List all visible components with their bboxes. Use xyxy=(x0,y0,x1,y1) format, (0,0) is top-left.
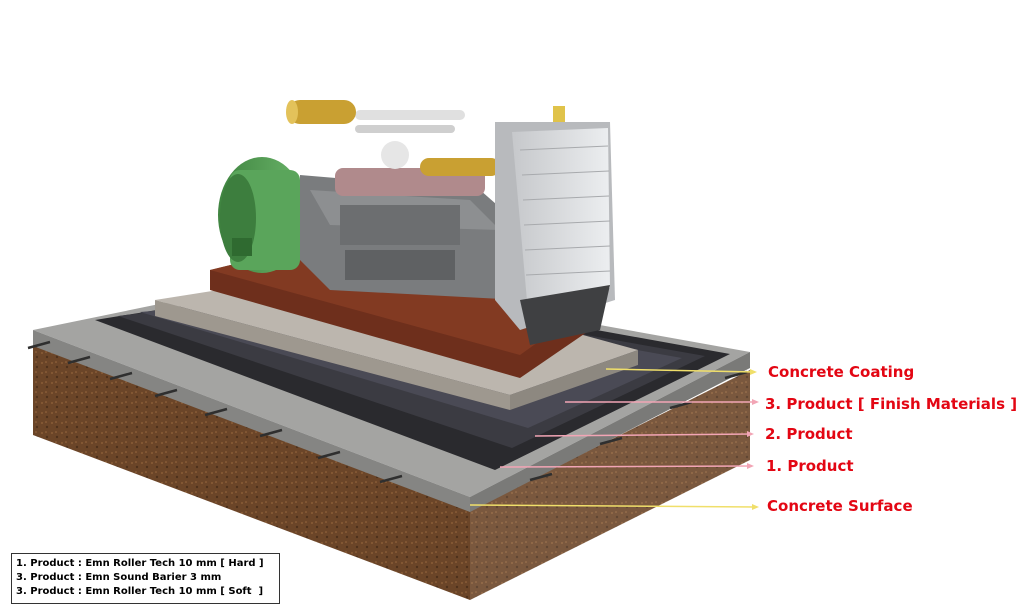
legend-line-2: 3. Product : Emn Sound Barier 3 mm xyxy=(16,572,222,583)
leader-lines xyxy=(469,368,758,508)
rebar-stubs xyxy=(27,340,748,484)
alternator xyxy=(218,157,306,273)
soil-right-face xyxy=(470,370,750,600)
soil-block xyxy=(33,345,750,600)
leader-product-1 xyxy=(499,465,753,468)
leader-concrete-coating xyxy=(605,368,756,373)
callout-concrete-coating: Concrete Coating xyxy=(768,363,915,381)
callout-concrete-surface: Concrete Surface xyxy=(767,497,913,515)
engine-block xyxy=(300,110,520,300)
radiator xyxy=(495,106,615,345)
pad-right-face xyxy=(510,350,638,410)
pad-front-face xyxy=(155,300,510,410)
leader-product-2 xyxy=(534,433,753,437)
diesel-generator xyxy=(210,100,615,378)
legend-line-3: 3. Product : Emn Roller Tech 10 mm [ Sof… xyxy=(16,586,264,597)
callout-product-3-finish-materials: 3. Product [ Finish Materials ] xyxy=(765,395,1018,413)
callout-product-2: 2. Product xyxy=(765,425,853,443)
callout-product-1: 1. Product xyxy=(766,457,854,475)
product-legend-box: 1. Product : Emn Roller Tech 10 mm [ Har… xyxy=(11,553,280,604)
concrete-right-edge xyxy=(470,352,750,512)
exhaust-silencer xyxy=(286,100,500,176)
leader-arrowheads xyxy=(747,369,759,510)
soil-front-face xyxy=(33,345,470,600)
concrete-front-edge xyxy=(33,330,470,512)
leader-concrete-surface xyxy=(469,504,758,508)
legend-line-1: 1. Product : Emn Roller Tech 10 mm [ Har… xyxy=(16,558,264,569)
